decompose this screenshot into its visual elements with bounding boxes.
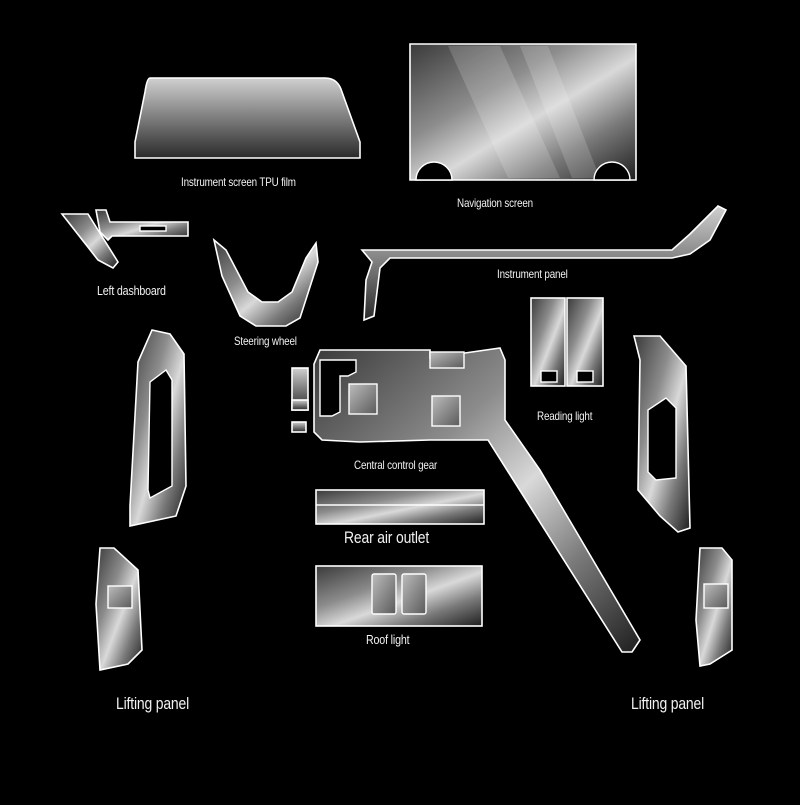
left-door-panel-film [129,329,187,527]
central-control-gear-film [291,347,641,653]
instrument-screen-label: Instrument screen TPU film [181,175,296,189]
roof-light-film [315,565,483,627]
central-control-gear-label: Central control gear [354,458,438,472]
left-dashboard-label: Left dashboard [97,283,166,298]
rear-air-outlet-label: Rear air outlet [344,528,430,547]
lifting-panel-right-film [695,547,733,667]
instrument-panel-film [360,205,728,322]
reading-light-film [530,297,604,387]
lifting-panel-left-label: Lifting panel [116,694,190,713]
steering-wheel-film [212,237,319,327]
left-dashboard-film [60,209,189,270]
right-door-panel-film [632,335,691,533]
navigation-screen-film [409,43,637,181]
lifting-panel-left-film [95,547,143,671]
reading-light-label: Reading light [537,409,593,423]
roof-light-label: Roof light [366,632,410,647]
instrument-panel-label: Instrument panel [497,267,568,281]
steering-wheel-label: Steering wheel [234,334,297,348]
lifting-panel-right-label: Lifting panel [631,694,705,713]
navigation-screen-label: Navigation screen [457,196,533,210]
instrument-screen-film [134,77,361,159]
rear-air-outlet-film [315,489,485,525]
